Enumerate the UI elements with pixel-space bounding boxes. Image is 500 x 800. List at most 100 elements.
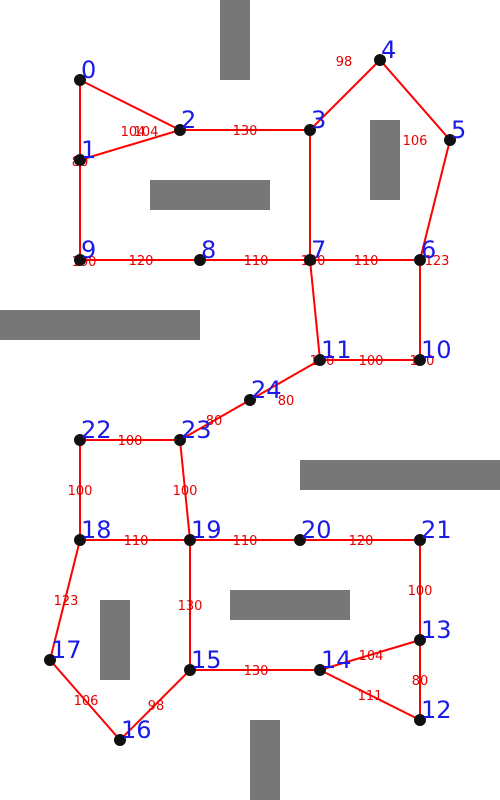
node-label-17: 17 [51, 636, 82, 664]
node-7 [304, 254, 316, 266]
edge-labels: 8010410410013098130106123120110110100100… [54, 55, 450, 714]
node-12 [414, 714, 426, 726]
obstacle [100, 600, 130, 680]
node-23 [174, 434, 186, 446]
node-label-19: 19 [191, 516, 222, 544]
edge-weight-label: 106 [403, 134, 428, 149]
node-label-9: 9 [81, 236, 96, 264]
node-label-14: 14 [321, 646, 352, 674]
node-label-22: 22 [81, 416, 112, 444]
edge-weight-label: 120 [129, 254, 154, 269]
edge-4-5 [379, 59, 451, 141]
node-9 [74, 254, 86, 266]
edge-24-23 [179, 399, 251, 441]
obstacle [0, 310, 200, 340]
obstacle [220, 0, 250, 80]
edge-1-2 [79, 129, 181, 161]
edge-weight-label: 104 [359, 649, 384, 664]
node-24 [244, 394, 256, 406]
edge-weight-label: 100 [359, 354, 384, 369]
node-label-11: 11 [321, 336, 352, 364]
node-3 [304, 124, 316, 136]
node-label-7: 7 [311, 236, 326, 264]
node-19 [184, 534, 196, 546]
node-label-4: 4 [381, 36, 396, 64]
edge-15-16 [119, 669, 191, 741]
edge-weight-label: 80 [278, 394, 295, 409]
node-15 [184, 664, 196, 676]
edge-weight-label: 100 [173, 484, 198, 499]
node-22 [74, 434, 86, 446]
node-5 [444, 134, 456, 146]
edge-weight-label: 100 [408, 584, 433, 599]
node-label-21: 21 [421, 516, 452, 544]
edge-14-12 [319, 669, 421, 721]
edge-3-4 [309, 59, 381, 131]
node-label-24: 24 [251, 376, 282, 404]
node-20 [294, 534, 306, 546]
edge-weight-label: 100 [118, 434, 143, 449]
edge-weight-label: 111 [358, 689, 383, 704]
node-label-1: 1 [81, 136, 96, 164]
edge-weight-label: 123 [425, 254, 450, 269]
edge-5-6 [419, 139, 451, 261]
obstacle [300, 460, 500, 490]
edge-weight-label: 106 [74, 694, 99, 709]
edge-14-13 [319, 639, 421, 671]
node-8 [194, 254, 206, 266]
node-6 [414, 254, 426, 266]
node-label-20: 20 [301, 516, 332, 544]
obstacle [250, 720, 280, 800]
node-1 [74, 154, 86, 166]
node-16 [114, 734, 126, 746]
node-label-15: 15 [191, 646, 222, 674]
edge-weight-label: 80 [206, 414, 223, 429]
edge-16-17 [49, 659, 121, 741]
node-13 [414, 634, 426, 646]
edge-weight-label: 120 [349, 534, 374, 549]
node-label-5: 5 [451, 116, 466, 144]
edge-weight-label: 80 [412, 674, 429, 689]
node-label-8: 8 [201, 236, 216, 264]
edge-weight-label: 110 [354, 254, 379, 269]
obstacle [230, 590, 350, 620]
edge-weight-label: 110 [244, 254, 269, 269]
node-0 [74, 74, 86, 86]
edge-11-24 [249, 359, 321, 401]
edge-weight-label: 130 [233, 124, 258, 139]
edge-weight-label: 98 [336, 55, 353, 70]
edge-7-11 [309, 259, 321, 361]
node-label-10: 10 [421, 336, 452, 364]
edge-0-2 [79, 79, 181, 131]
edge-17-18 [49, 539, 81, 661]
node-18 [74, 534, 86, 546]
edge-weight-label: 110 [233, 534, 258, 549]
obstacle [150, 180, 270, 210]
edge-weight-label: 100 [68, 484, 93, 499]
node-10 [414, 354, 426, 366]
edge-weight-label: 130 [244, 664, 269, 679]
node-label-13: 13 [421, 616, 452, 644]
node-17 [44, 654, 56, 666]
obstacle [370, 120, 400, 200]
node-label-2: 2 [181, 106, 196, 134]
node-label-6: 6 [421, 236, 436, 264]
edges [49, 59, 451, 741]
node-label-12: 12 [421, 696, 452, 724]
node-label-0: 0 [81, 56, 96, 84]
node-2 [174, 124, 186, 136]
edge-weight-label: 130 [178, 599, 203, 614]
edge-weight-label: 123 [54, 594, 79, 609]
edge-weight-label: 104 [134, 125, 159, 140]
edge-23-19 [179, 439, 191, 541]
node-label-3: 3 [311, 106, 326, 134]
node-11 [314, 354, 326, 366]
edge-weight-label: 110 [124, 534, 149, 549]
node-label-18: 18 [81, 516, 112, 544]
nodes [44, 54, 456, 746]
node-4 [374, 54, 386, 66]
node-label-23: 23 [181, 416, 212, 444]
